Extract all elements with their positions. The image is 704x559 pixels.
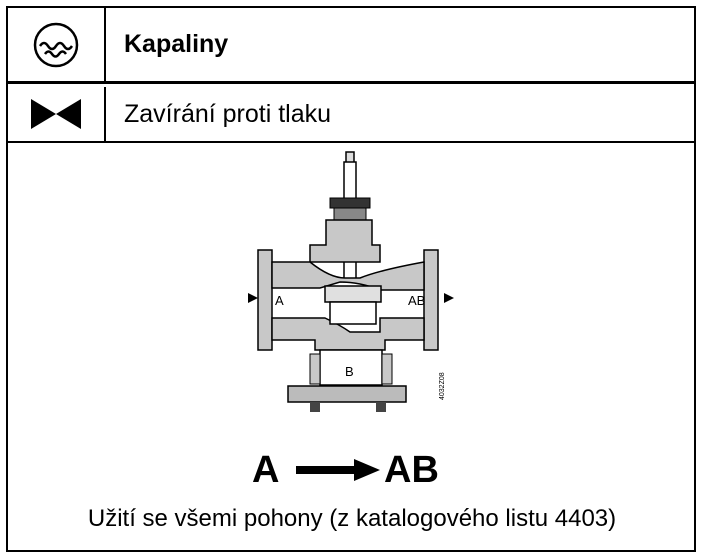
row-closing: Zavírání proti tlaku bbox=[8, 87, 694, 143]
arrow-right-icon bbox=[296, 459, 380, 481]
flow-direction: A AB bbox=[252, 445, 452, 495]
info-table: Kapaliny Zavírání proti tlaku bbox=[6, 6, 696, 552]
drawing-code: 4032Z08 bbox=[439, 372, 446, 400]
caption: Užití se všemi pohony (z katalogového li… bbox=[87, 505, 617, 532]
icon-cell bbox=[8, 8, 104, 81]
row-medium: Kapaliny bbox=[8, 8, 694, 84]
valve-bowtie-icon bbox=[31, 99, 81, 129]
flow-to-label: AB bbox=[384, 449, 439, 491]
icon-cell bbox=[8, 87, 104, 141]
column-divider bbox=[104, 87, 106, 141]
port-ab-label: AB bbox=[408, 293, 425, 308]
port-b-label: B bbox=[345, 364, 354, 379]
column-divider bbox=[104, 8, 106, 81]
port-a-label: A bbox=[275, 293, 284, 308]
liquid-waves-icon bbox=[33, 22, 79, 67]
flow-from-label: A bbox=[252, 449, 280, 491]
valve-cross-section: A AB B 4032Z08 bbox=[248, 151, 454, 412]
row-label: Zavírání proti tlaku bbox=[124, 99, 332, 128]
row-label: Kapaliny bbox=[124, 30, 229, 58]
